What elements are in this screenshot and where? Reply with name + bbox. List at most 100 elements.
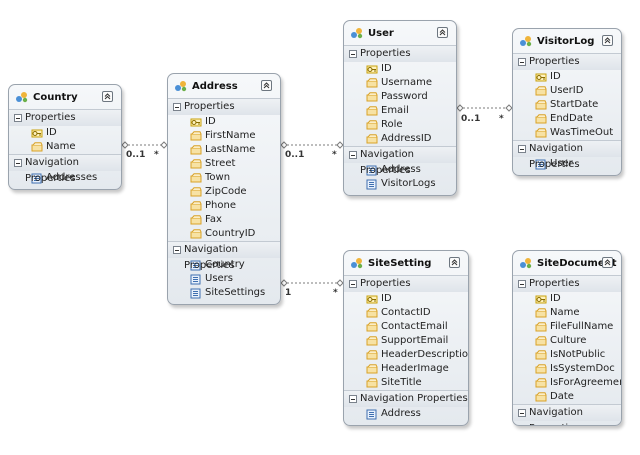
property-row[interactable]: Name	[513, 306, 621, 320]
navigation-section-header[interactable]: Navigation Properties	[513, 404, 621, 425]
property-row[interactable]: Role	[344, 118, 456, 132]
property-row[interactable]: Username	[344, 76, 456, 90]
property-row[interactable]: ID	[344, 292, 468, 306]
navigation-section-header[interactable]: Navigation Properties	[9, 154, 121, 184]
collapse-minus-icon[interactable]	[14, 159, 22, 167]
entity-header[interactable]: VisitorLog	[513, 29, 621, 53]
navigation-row[interactable]: Address	[344, 407, 468, 421]
entity-header[interactable]: SiteSetting	[344, 251, 468, 275]
property-row[interactable]: IsForAgreement	[513, 376, 621, 390]
collapse-chevron-icon[interactable]	[449, 257, 460, 268]
collapse-minus-icon[interactable]	[349, 50, 357, 58]
property-row[interactable]: CountryID	[168, 227, 280, 241]
property-row[interactable]: IsSystemDoc	[513, 362, 621, 376]
property-name: EndDate	[550, 113, 593, 124]
property-row[interactable]: HeaderDescription	[344, 348, 468, 362]
property-row[interactable]: Date	[513, 390, 621, 404]
navigation-section-header[interactable]: Navigation Properties	[344, 146, 456, 176]
entity-header[interactable]: SiteDocument	[513, 251, 621, 275]
properties-section-header[interactable]: Properties	[513, 275, 621, 292]
property-row[interactable]: Name	[9, 140, 121, 154]
property-row[interactable]: AddressID	[344, 132, 456, 146]
collapse-minus-icon[interactable]	[173, 103, 181, 111]
multiplicity-label: *	[499, 114, 504, 124]
collapse-minus-icon[interactable]	[173, 246, 181, 254]
navigation-row[interactable]: Country	[168, 258, 280, 272]
property-row[interactable]: WasTimeOut	[513, 126, 621, 140]
navigation-row[interactable]: User	[513, 157, 621, 171]
entity-header[interactable]: Address	[168, 74, 280, 98]
navigation-section-header[interactable]: Navigation Properties	[168, 241, 280, 271]
collapse-chevron-icon[interactable]	[602, 35, 613, 46]
collapse-chevron-icon[interactable]	[602, 257, 613, 268]
collapse-chevron-icon[interactable]	[102, 91, 113, 102]
property-row[interactable]: ContactEmail	[344, 320, 468, 334]
collapse-minus-icon[interactable]	[518, 145, 526, 153]
property-row[interactable]: EndDate	[513, 112, 621, 126]
property-row[interactable]: UserID	[513, 84, 621, 98]
entity-header[interactable]: User	[344, 21, 456, 45]
property-row[interactable]: SupportEmail	[344, 334, 468, 348]
property-name: HeaderImage	[381, 363, 449, 374]
property-row[interactable]: Password	[344, 90, 456, 104]
navigation-row[interactable]: SiteSettings	[168, 286, 280, 300]
property-row[interactable]: Email	[344, 104, 456, 118]
property-row[interactable]: ContactID	[344, 306, 468, 320]
properties-section-header[interactable]: Properties	[168, 98, 280, 115]
entity-header[interactable]: Country	[9, 85, 121, 109]
property-name: StartDate	[550, 99, 599, 110]
collapse-minus-icon[interactable]	[518, 58, 526, 66]
property-row[interactable]: Culture	[513, 334, 621, 348]
navigation-row[interactable]: Addresses	[9, 171, 121, 185]
property-row[interactable]: SiteTitle	[344, 376, 468, 390]
collapse-minus-icon[interactable]	[349, 280, 357, 288]
collapse-chevron-icon[interactable]	[437, 27, 448, 38]
scalar-property-icon	[190, 214, 202, 224]
properties-section-header[interactable]: Properties	[344, 275, 468, 292]
collapse-minus-icon[interactable]	[349, 151, 357, 159]
navigation-section-header[interactable]: Navigation Properties	[344, 390, 468, 407]
navigation-row[interactable]: Address	[344, 163, 456, 177]
property-name: Culture	[550, 335, 587, 346]
properties-section-header[interactable]: Properties	[344, 45, 456, 62]
property-row[interactable]: ID	[513, 70, 621, 84]
collapse-minus-icon[interactable]	[518, 280, 526, 288]
property-row[interactable]: IsNotPublic	[513, 348, 621, 362]
collapse-minus-icon[interactable]	[14, 114, 22, 122]
collapse-minus-icon[interactable]	[349, 395, 357, 403]
property-name: AddressID	[381, 133, 432, 144]
association-end-diamond	[456, 104, 464, 112]
key-property-icon	[535, 73, 547, 81]
navigation-row[interactable]: Users	[168, 272, 280, 286]
property-row[interactable]: HeaderImage	[344, 362, 468, 376]
navigation-section-header[interactable]: Navigation Properties	[513, 140, 621, 170]
properties-section-header[interactable]: Properties	[9, 109, 121, 126]
property-row[interactable]: ID	[168, 115, 280, 129]
navigation-property-icon	[190, 274, 201, 284]
properties-section-header[interactable]: Properties	[513, 53, 621, 70]
property-row[interactable]: ZipCode	[168, 185, 280, 199]
collapse-minus-icon[interactable]	[518, 409, 526, 417]
property-row[interactable]: StartDate	[513, 98, 621, 112]
property-row[interactable]: ID	[344, 62, 456, 76]
property-row[interactable]: LastName	[168, 143, 280, 157]
property-row[interactable]: Town	[168, 171, 280, 185]
property-row[interactable]: Phone	[168, 199, 280, 213]
property-row[interactable]: FileFullName	[513, 320, 621, 334]
entity-type-icon	[520, 36, 532, 47]
property-row[interactable]: Street	[168, 157, 280, 171]
property-row[interactable]: ID	[9, 126, 121, 140]
scalar-property-icon	[535, 335, 547, 345]
property-row[interactable]: ID	[513, 292, 621, 306]
property-row[interactable]: FirstName	[168, 129, 280, 143]
scalar-property-icon	[535, 85, 547, 95]
navigation-row[interactable]: VisitorLogs	[344, 177, 456, 191]
collapse-chevron-icon[interactable]	[261, 80, 272, 91]
property-row[interactable]: Fax	[168, 213, 280, 227]
